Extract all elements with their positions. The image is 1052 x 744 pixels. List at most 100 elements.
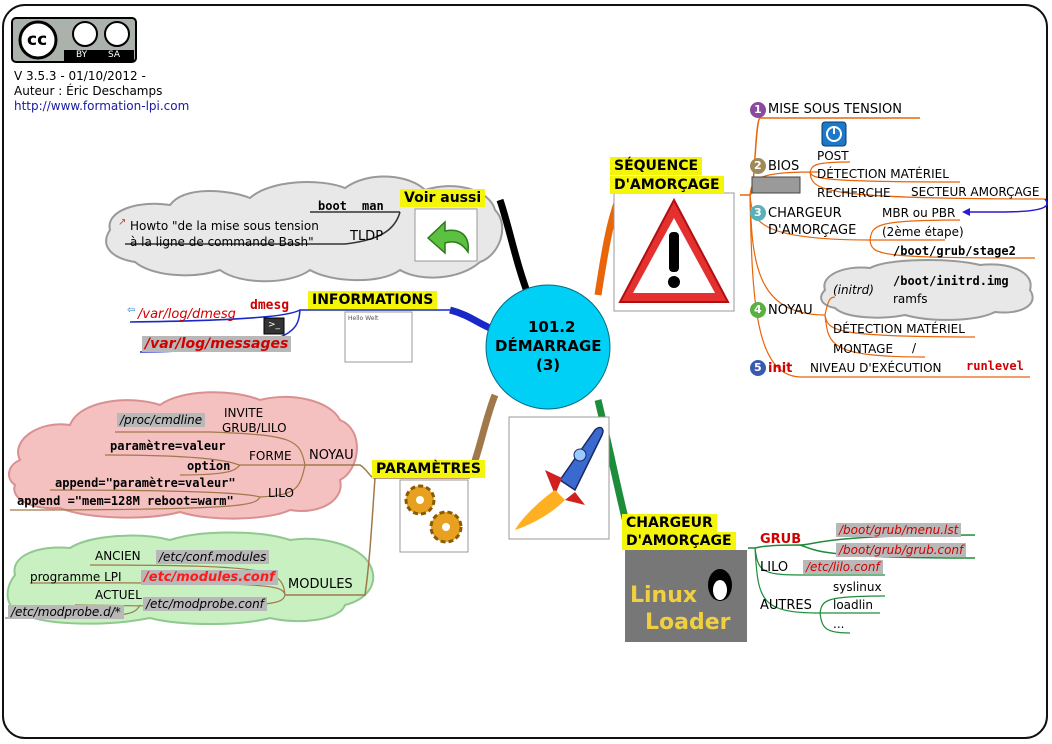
hello-world-text: Hello Welt [348,315,379,322]
initrd-cloud [820,259,1034,321]
param-modprobe-conf: /etc/modprobe.conf [143,597,267,611]
voir-man: man [362,199,384,213]
chargeur-grub: GRUB [760,532,802,547]
line-param-modules [285,477,376,596]
param-option: option [187,459,231,473]
info-var-messages: /var/log/messages [142,336,292,352]
num3-icon [750,205,766,221]
info-dmesg: dmesg [250,298,290,313]
chargeur-title-2: D'AMORÇAGE [622,532,736,550]
chargeur-lilo: LILO [760,560,789,575]
num1-icon [750,102,766,118]
num4-icon [750,302,766,318]
sa-label: SA [108,50,121,60]
branch-informations [449,306,497,334]
param-append-1: append="paramètre=valeur" [55,476,236,490]
cc-label: cc [27,30,48,50]
terminal-glyph: >_ [268,320,281,330]
seq-stage2: /boot/grub/stage2 [893,244,1016,258]
line-chargeur-autres [754,547,886,634]
license-footer [64,50,134,61]
line-seq-init [749,194,1030,378]
line-seq-chargeur [749,194,1036,259]
param-invite-1: INVITE [224,406,264,420]
line-noyau-forme [104,454,305,476]
bios-chip-icon [751,176,801,194]
lilo-logo-line1: Linux [630,583,698,608]
chargeur-lilo-conf: /etc/lilo.conf [803,560,883,574]
center-title-3: (3) [536,356,561,374]
seq-secteur: SECTEUR AMORÇAGE [911,185,1040,199]
seq-runlevel: runlevel [966,359,1024,373]
gear-hole-2 [442,523,450,531]
seq-mbr-pbr: MBR ou PBR [882,206,956,220]
by-label: BY [76,50,88,60]
tux-belly [713,580,727,600]
back-arrow-icon [426,220,469,255]
rocket-window [573,448,587,462]
branch-voir-aussi [496,198,534,302]
by-icon [72,21,98,47]
param-forme: FORME [249,449,292,463]
chargeur-syslinux: syslinux [833,580,882,594]
chargeur-title-1: CHARGEUR [622,514,717,532]
warning-dot [668,276,680,288]
param-conf-modules: /etc/conf.modules [156,550,270,564]
info-var-dmesg: /var/log/dmesg [138,307,236,322]
param-modules-conf: /etc/modules.conf [141,570,278,585]
seq-post: POST [817,149,849,163]
lilo-logo-line2: Loader [645,610,731,635]
num2-label: 2 [754,159,762,172]
num2-icon [750,158,766,174]
seq-initrd-label: (initrd) [833,283,874,297]
param-append-2: append ="mem=128M reboot=warm" [17,494,234,508]
sequence-title-1: SÉQUENCE [610,157,703,175]
param-invite-2: GRUB/LILO [222,421,287,435]
voir-aussi-title: Voir aussi [400,189,486,207]
website-link[interactable]: http://www.formation-lpi.com [14,99,190,113]
seq-chargeur-1: CHARGEUR [768,206,842,221]
seq-2eme-etape: (2ème étape) [882,225,964,239]
link-icon[interactable]: ↗ [118,217,127,228]
line-noyau-lilo [9,464,306,511]
param-modprobe-d: /etc/modprobe.d/* [8,605,124,619]
informations-title: INFORMATIONS [308,291,438,309]
info-link-icon[interactable]: ⇦ [127,305,136,316]
outer-frame [2,4,1048,739]
seq-ramfs: ramfs [893,292,928,306]
param-param-valeur: paramètre=valeur [110,439,226,453]
sequence-title-2: D'AMORÇAGE [610,176,724,194]
mbr-arrow [968,198,1048,213]
center-title-2: DÉMARRAGE [495,337,602,355]
seq-montage: MONTAGE [833,342,894,356]
seq-noyau: NOYAU [768,303,813,318]
line-tldp [125,211,401,245]
seq-recherche: RECHERCHE [817,186,891,200]
warning-exclamation [669,232,679,272]
param-lilo: LILO [268,486,294,500]
param-actuel: ACTUEL [95,588,142,602]
seq-slash: / [912,341,917,355]
author-text: Auteur : Éric Deschamps [14,84,163,98]
chargeur-grub-conf: /boot/grub/grub.conf [836,543,967,557]
seq-init: init [768,361,793,376]
param-noyau: NOYAU [309,448,354,463]
param-modules: MODULES [288,577,353,592]
voir-tldp: TLDP [350,229,384,244]
parametres-noyau-cloud [8,391,358,520]
seq-initrd-img: /boot/initrd.img [893,274,1009,288]
terminal-icon [263,317,285,335]
gear-hole [416,496,424,504]
seq-detection-2: DÉTECTION MATÉRIEL [833,322,965,336]
seq-chargeur-2: D'AMORÇAGE [768,223,857,238]
voir-boot: boot [318,199,347,213]
center-title-1: 101.2 [528,318,576,336]
chargeur-menu-lst: /boot/grub/menu.lst [836,523,962,537]
parametres-title: PARAMÈTRES [372,460,485,478]
line-noyau-invite [115,431,306,466]
center-node [485,284,611,410]
sa-icon [104,21,130,47]
howto-line1: Howto "de la mise sous tension [130,219,319,233]
chargeur-autres: AUTRES [760,598,812,613]
